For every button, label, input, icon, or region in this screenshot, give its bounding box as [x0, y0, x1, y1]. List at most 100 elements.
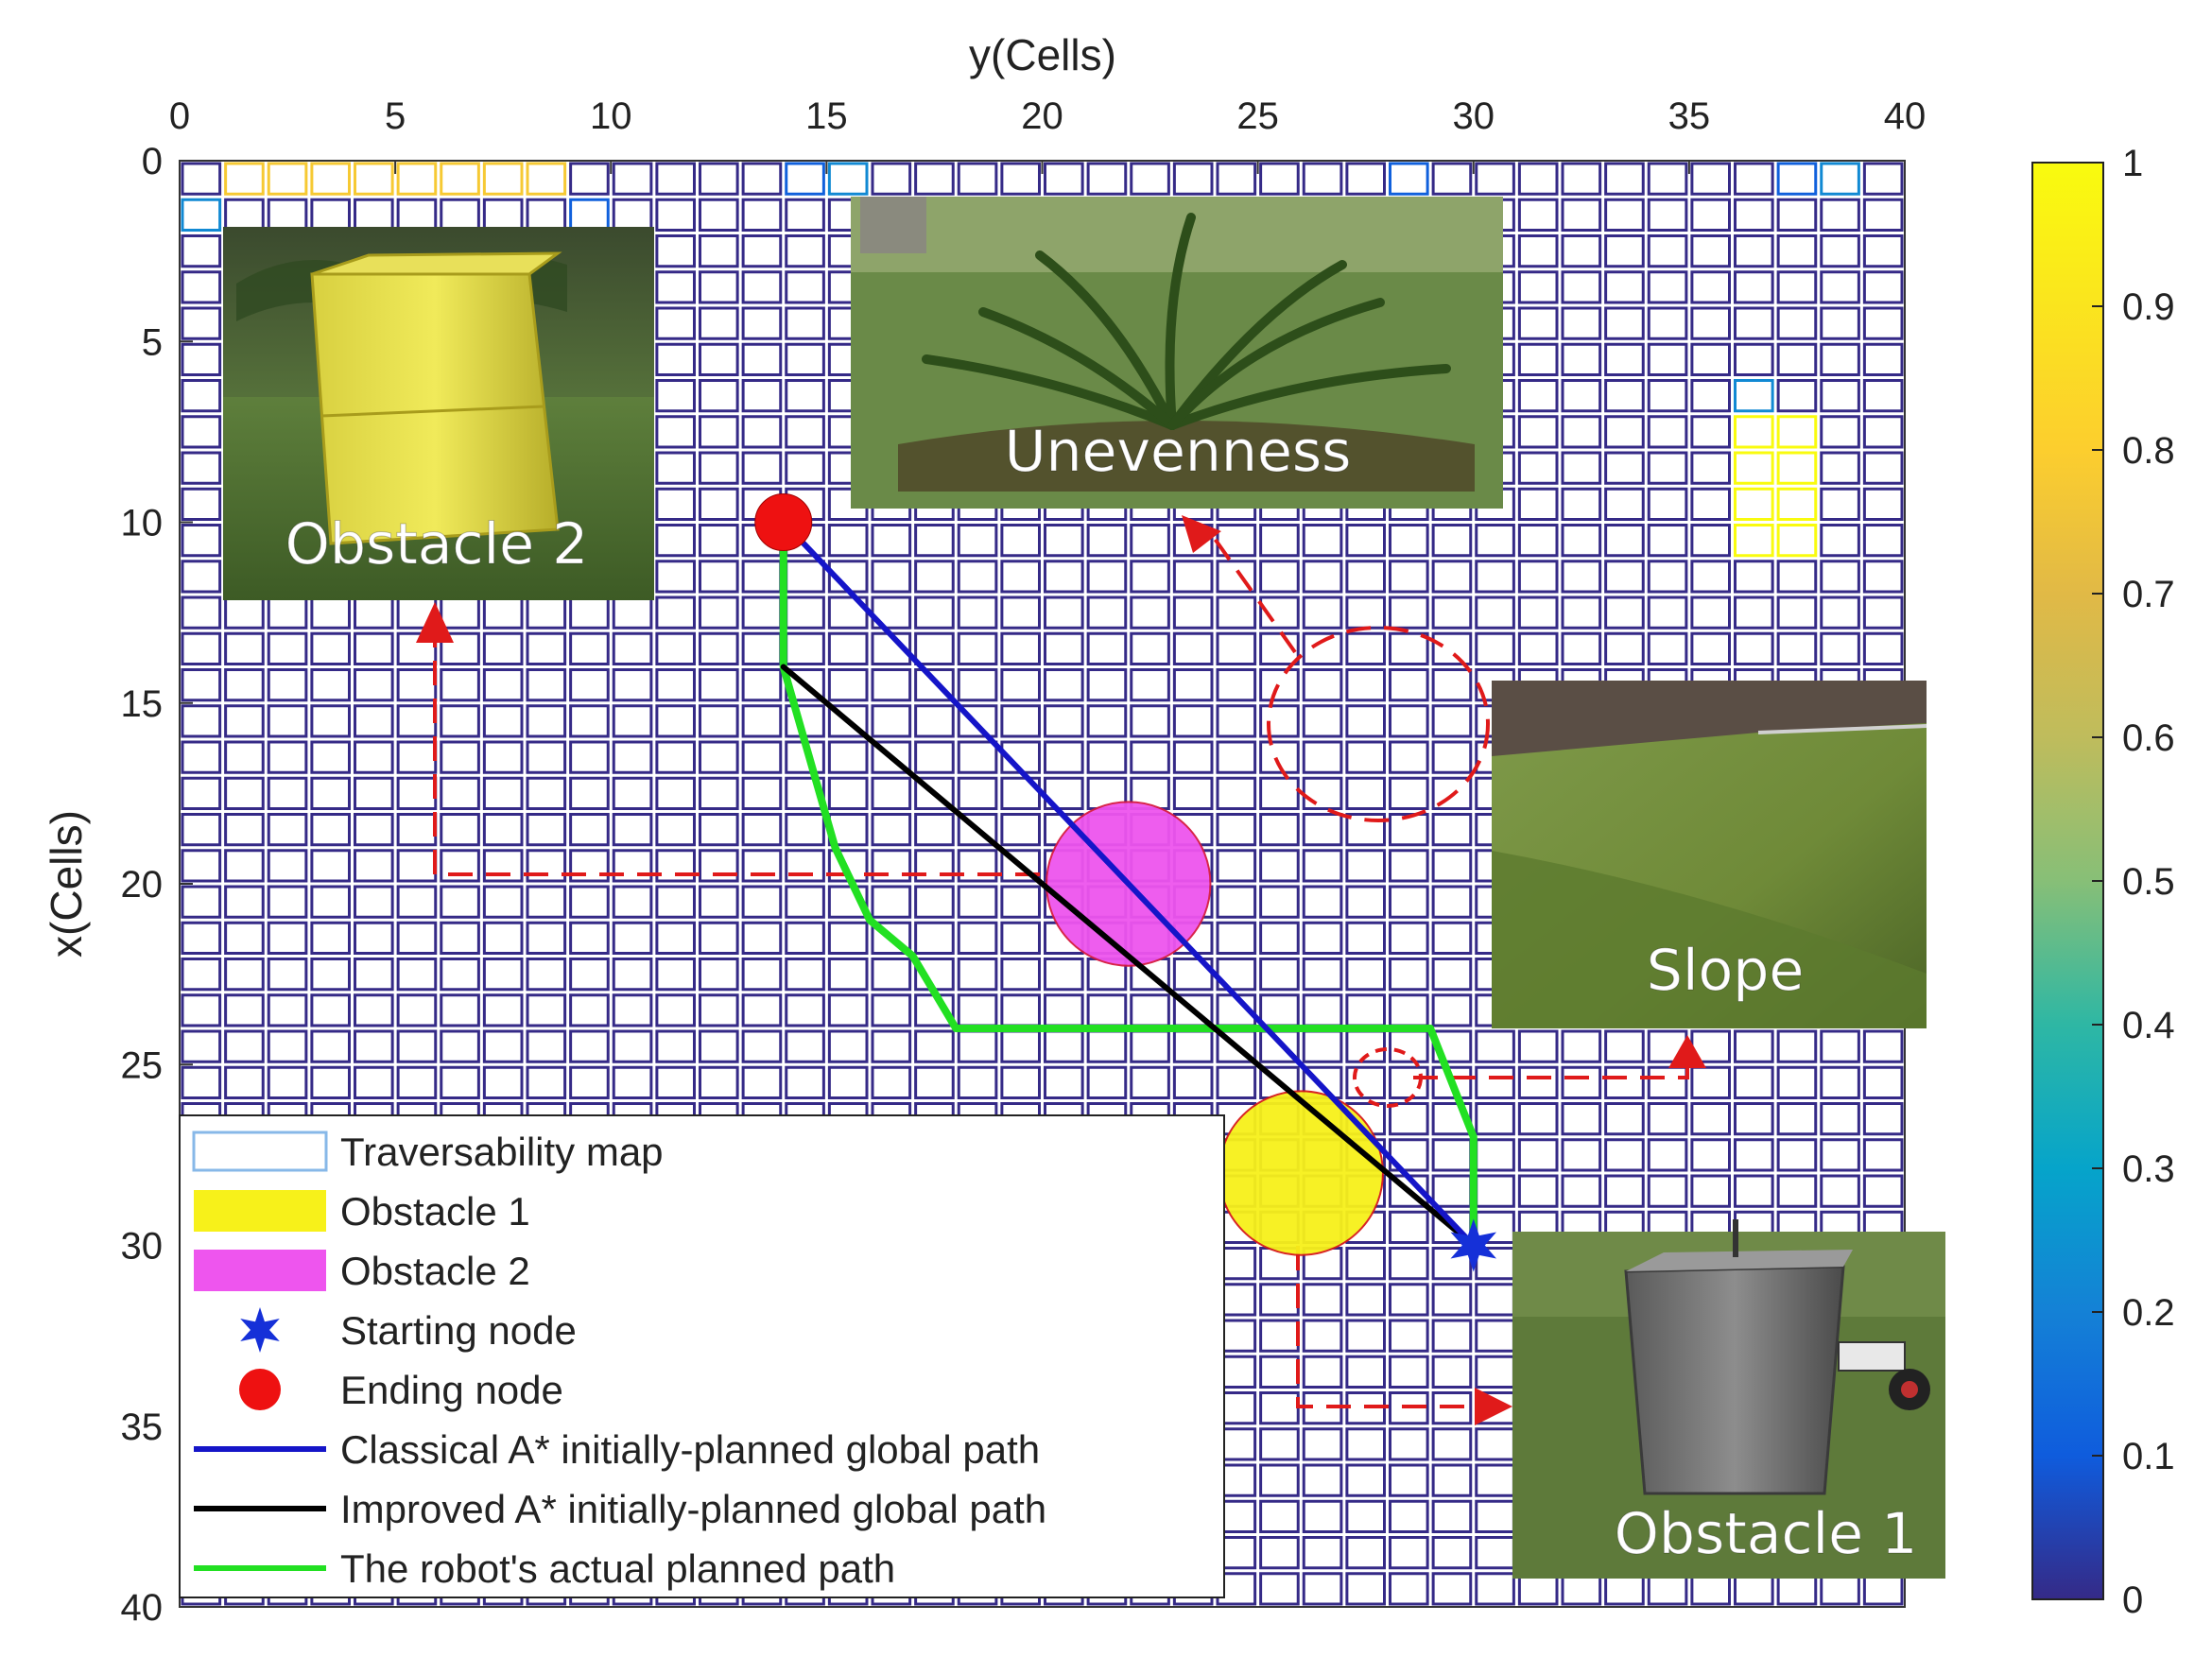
grid-cell	[310, 776, 351, 810]
grid-cell	[1000, 993, 1041, 1027]
grid-cell	[526, 885, 567, 919]
grid-cell	[1130, 704, 1170, 738]
grid-cell	[1431, 1499, 1473, 1533]
grid-cell	[957, 849, 998, 883]
grid-cell	[569, 668, 610, 702]
grid-cell	[1475, 595, 1515, 630]
grid-cell	[1086, 668, 1128, 702]
grid-cell	[699, 1029, 739, 1063]
grid-cell	[785, 631, 825, 665]
grid-cell	[396, 631, 438, 665]
legend-icon-patch	[194, 1190, 326, 1232]
grid-cell	[957, 631, 998, 665]
grid-cell	[914, 740, 955, 774]
grid-cell	[569, 849, 610, 883]
y-tick-label: 35	[121, 1407, 164, 1448]
grid-cell	[741, 595, 783, 630]
grid-cell	[699, 379, 739, 413]
grid-cell	[785, 993, 825, 1027]
grid-cell	[1647, 451, 1688, 485]
grid-cell	[1302, 1319, 1343, 1353]
grid-cell	[1431, 704, 1473, 738]
grid-cell	[655, 958, 696, 992]
grid-cell	[1130, 524, 1170, 558]
grid-cell	[482, 849, 524, 883]
grid-cell	[1862, 1138, 1904, 1172]
grid-cell	[354, 198, 394, 232]
grid-cell	[1086, 1029, 1128, 1063]
grid-cell	[1431, 813, 1473, 847]
grid-cell	[655, 560, 696, 594]
grid-cell	[396, 849, 438, 883]
grid-cell	[1604, 270, 1645, 304]
grid-cell	[1086, 560, 1128, 594]
grid-cell	[526, 776, 567, 810]
grid-cell	[785, 595, 825, 630]
grid-cell	[1690, 270, 1731, 304]
grid-cell	[871, 958, 912, 992]
grid-cell	[655, 306, 696, 340]
grid-cell	[1302, 740, 1343, 774]
grid-cell	[440, 1065, 480, 1099]
grid-cell	[1000, 162, 1041, 196]
grid-cell	[396, 668, 438, 702]
grid-cell	[1647, 342, 1688, 376]
photo-label-obstacle-2: Obstacle 2	[285, 511, 589, 578]
grid-cell	[1431, 1029, 1473, 1063]
grid-cell	[1259, 813, 1300, 847]
grid-cell	[1820, 306, 1860, 340]
grid-cell	[482, 1029, 524, 1063]
grid-cell	[827, 1065, 869, 1099]
grid-cell	[827, 993, 869, 1027]
grid-cell	[181, 1029, 222, 1063]
grid-cell	[482, 885, 524, 919]
colorbar-tick-label: 0.2	[2122, 1292, 2175, 1334]
grid-cell	[440, 668, 480, 702]
grid-cell	[396, 993, 438, 1027]
grid-cell	[1690, 524, 1731, 558]
grid-cell	[1172, 162, 1214, 196]
grid-cell	[1561, 1174, 1602, 1208]
grid-cell	[741, 885, 783, 919]
grid-cell	[440, 704, 480, 738]
annotation-arrows	[433, 537, 1689, 1408]
grid-cell	[1647, 1174, 1688, 1208]
grid-cell	[612, 1065, 653, 1099]
grid-cell	[1776, 306, 1818, 340]
grid-cell	[1776, 1065, 1818, 1099]
grid-cell	[1690, 1102, 1731, 1136]
grid-cell	[1431, 1283, 1473, 1317]
legend-label: Obstacle 2	[340, 1249, 530, 1293]
grid-cell	[181, 813, 222, 847]
grid-cell	[1647, 595, 1688, 630]
grid-cell	[655, 668, 696, 702]
grid-cell	[1345, 776, 1386, 810]
grid-cell	[440, 631, 480, 665]
grid-cell	[1389, 921, 1429, 955]
grid-cell	[1517, 270, 1559, 304]
grid-cell	[1820, 487, 1860, 521]
grid-cell	[699, 306, 739, 340]
arrow-to-unevenness-photo	[1213, 537, 1297, 654]
grid-cell	[612, 776, 653, 810]
grid-cell	[482, 993, 524, 1027]
grid-cell	[1734, 1174, 1774, 1208]
grid-cell	[224, 813, 265, 847]
grid-cell	[871, 813, 912, 847]
grid-cell	[655, 595, 696, 630]
grid-cell	[655, 740, 696, 774]
colorbar-ramp	[2031, 162, 2104, 1600]
grid-cell	[1389, 740, 1429, 774]
grid-cell	[1647, 234, 1688, 268]
grid-cell	[181, 776, 222, 810]
grid-cell	[699, 1065, 739, 1099]
grid-cell	[612, 668, 653, 702]
grid-cell	[1561, 415, 1602, 449]
grid-cell	[1259, 668, 1300, 702]
grid-cell	[1302, 560, 1343, 594]
grid-cell	[1604, 595, 1645, 630]
grid-cell	[267, 631, 308, 665]
grid-cell	[482, 776, 524, 810]
grid-cell	[1044, 560, 1084, 594]
grid-cell	[526, 162, 567, 196]
